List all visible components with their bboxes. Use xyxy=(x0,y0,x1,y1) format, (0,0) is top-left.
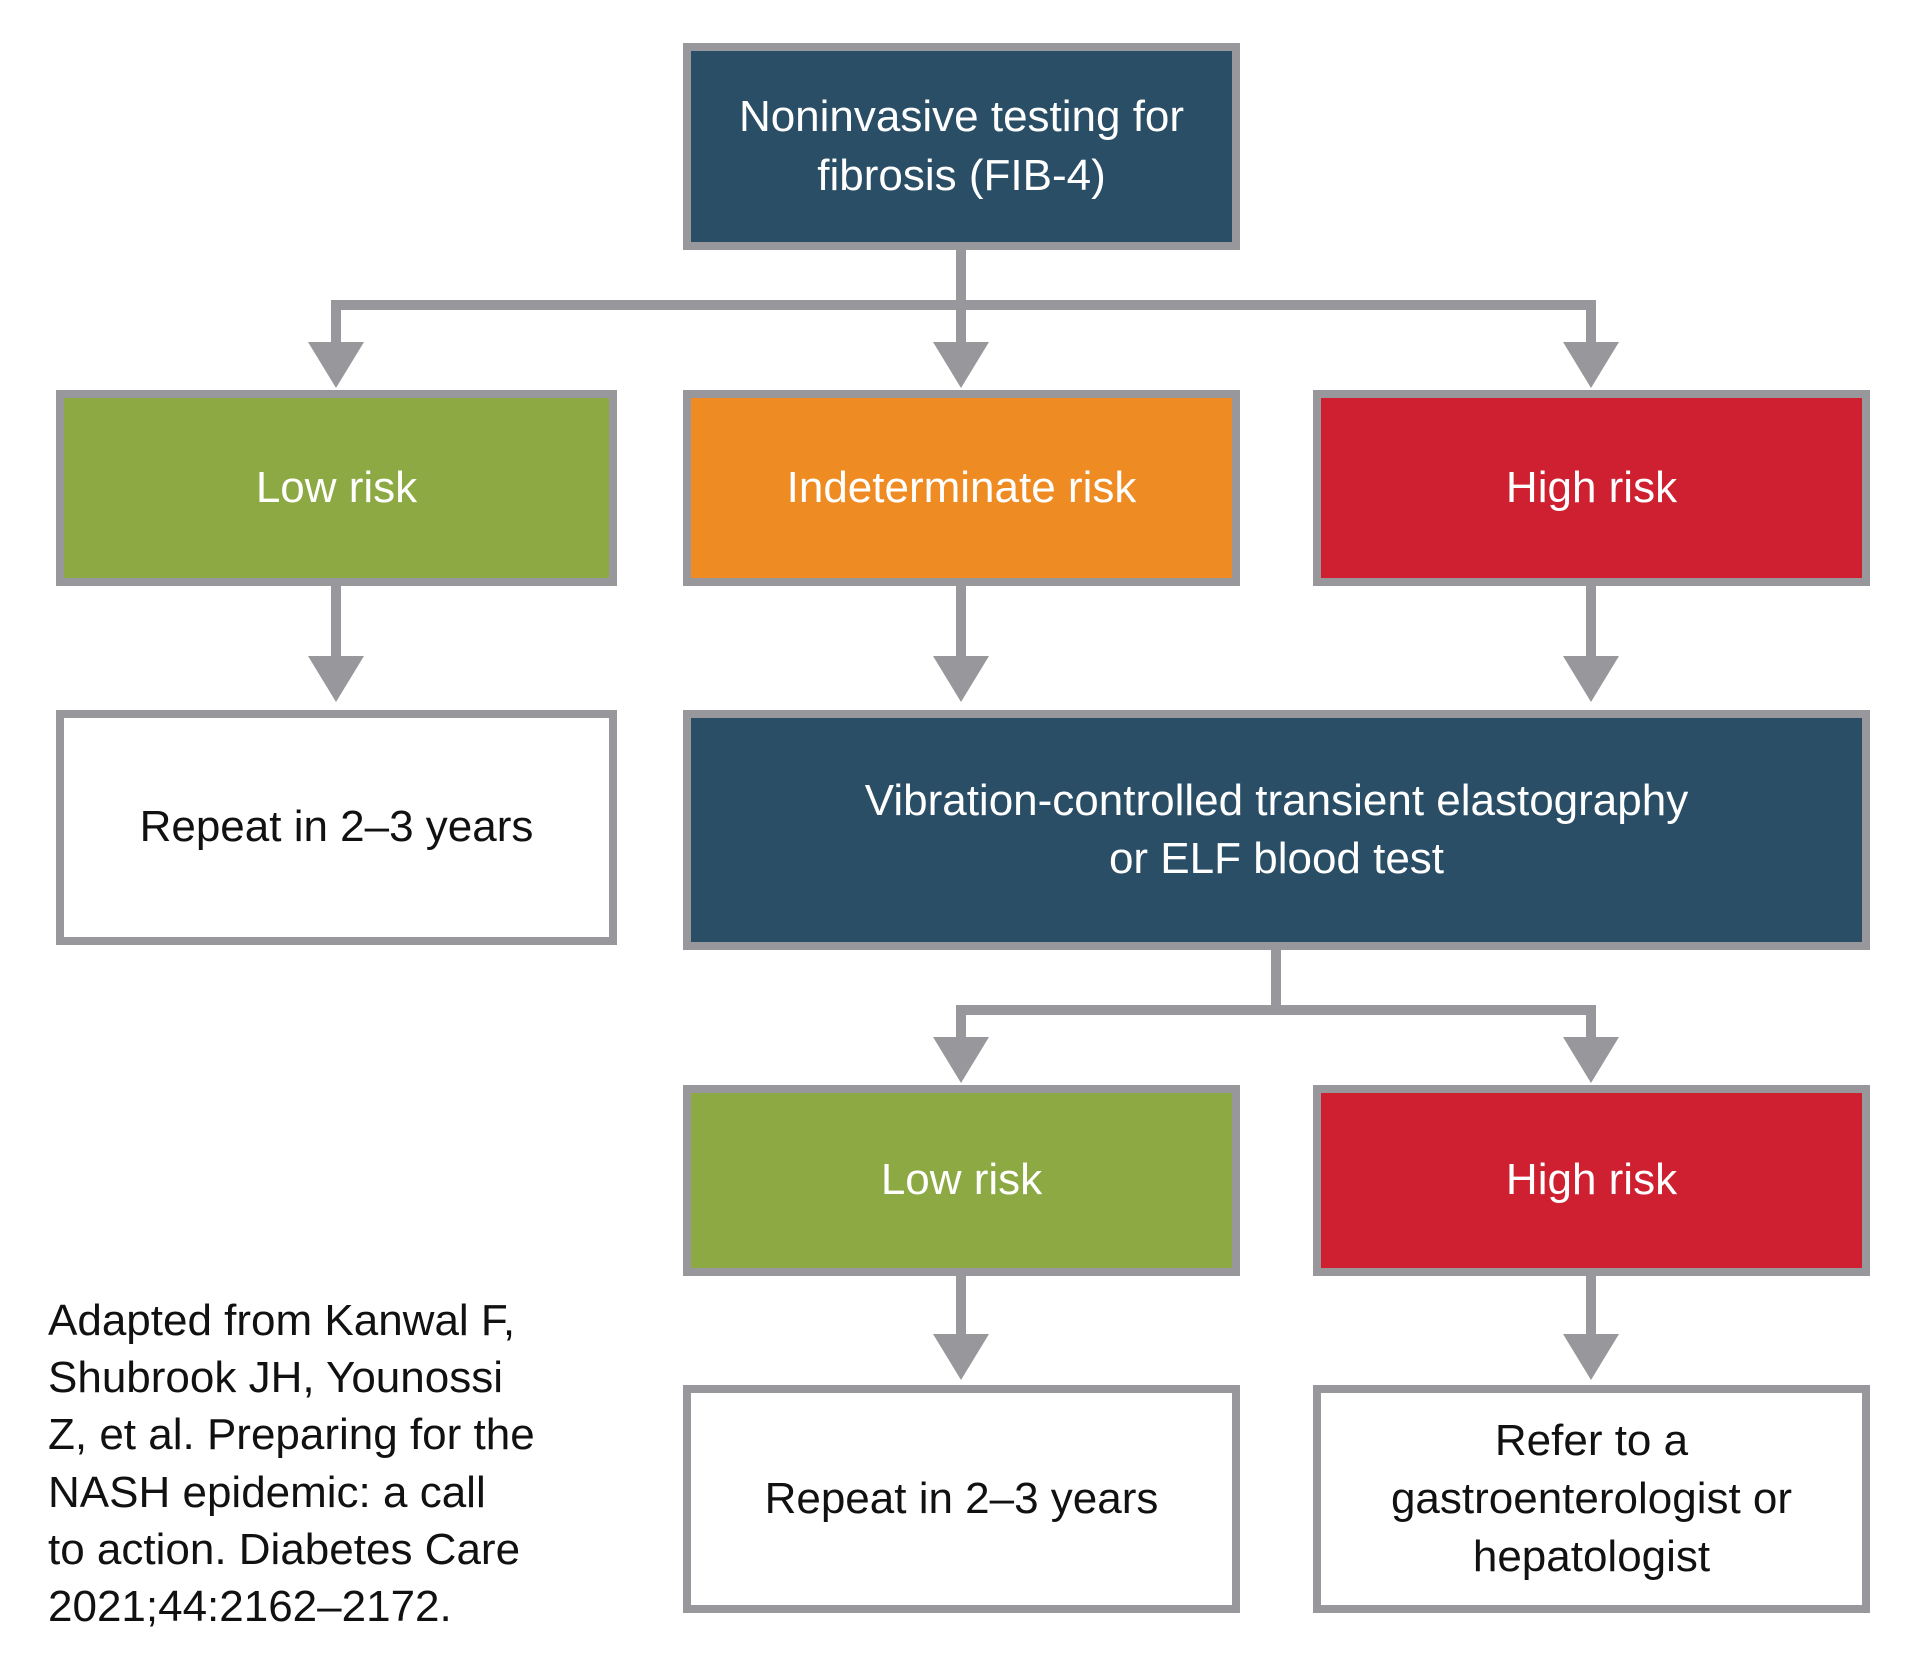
node-repeat-2-3-years-2-label: Repeat in 2–3 years xyxy=(764,1473,1159,1523)
node-elastography: Vibration-controlled transient elastogra… xyxy=(683,710,1870,950)
connector-drop-high-risk-1 xyxy=(1586,310,1596,344)
arrow-indeterminate-to-elastography-head xyxy=(933,656,989,702)
node-repeat-2-3-years-2: Repeat in 2–3 years xyxy=(683,1385,1240,1613)
node-noninvasive-testing-label: Noninvasive testing for fibrosis (FIB-4) xyxy=(738,92,1185,200)
connector-root-stem xyxy=(956,250,966,306)
node-indeterminate-risk: Indeterminate risk xyxy=(683,390,1240,586)
node-refer-specialist: Refer to a gastroenterologist or hepatol… xyxy=(1313,1385,1870,1613)
node-repeat-2-3-years-1: Repeat in 2–3 years xyxy=(56,710,617,945)
node-high-risk-2-label: High risk xyxy=(1505,1155,1678,1205)
node-elastography-label: Vibration-controlled transient elastogra… xyxy=(864,775,1689,883)
arrow-low2-to-repeat2-shaft xyxy=(956,1276,966,1336)
arrow-high2-to-refer-shaft xyxy=(1586,1276,1596,1336)
arrowhead-low-risk-2 xyxy=(933,1037,989,1083)
arrowhead-low-risk-1 xyxy=(308,342,364,388)
node-refer-specialist-label: Refer to a gastroenterologist or hepatol… xyxy=(1390,1415,1793,1582)
node-repeat-2-3-years-1-label: Repeat in 2–3 years xyxy=(139,802,534,852)
connector-elastography-stem xyxy=(1271,950,1281,1010)
arrowhead-high-risk-2 xyxy=(1563,1037,1619,1083)
arrow-low2-to-repeat2-head xyxy=(933,1334,989,1380)
connector-drop-high-risk-2 xyxy=(1586,1015,1596,1039)
arrow-high1-to-elastography-shaft xyxy=(1586,586,1596,658)
arrowhead-high-risk-1 xyxy=(1563,342,1619,388)
node-high-risk-1-label: High risk xyxy=(1505,462,1678,512)
arrow-low1-to-repeat1-shaft xyxy=(331,586,341,658)
connector-root-bar xyxy=(331,300,1596,310)
arrow-high1-to-elastography-head xyxy=(1563,656,1619,702)
node-low-risk-1: Low risk xyxy=(56,390,617,586)
arrow-low1-to-repeat1-head xyxy=(308,656,364,702)
node-high-risk-1: High risk xyxy=(1313,390,1870,586)
connector-drop-low-risk-2 xyxy=(956,1015,966,1039)
connector-elastography-bar xyxy=(956,1005,1596,1015)
node-high-risk-2: High risk xyxy=(1313,1085,1870,1276)
connector-drop-indeterminate xyxy=(956,310,966,344)
node-noninvasive-testing: Noninvasive testing for fibrosis (FIB-4) xyxy=(683,43,1240,250)
arrow-high2-to-refer-head xyxy=(1563,1334,1619,1380)
node-low-risk-2-label: Low risk xyxy=(880,1155,1043,1205)
connector-drop-low-risk-1 xyxy=(331,310,341,344)
node-indeterminate-risk-label: Indeterminate risk xyxy=(786,462,1137,512)
arrowhead-indeterminate xyxy=(933,342,989,388)
citation-text: Adapted from Kanwal F, Shubrook JH, Youn… xyxy=(48,1296,535,1631)
node-low-risk-1-label: Low risk xyxy=(255,462,418,512)
node-low-risk-2: Low risk xyxy=(683,1085,1240,1276)
arrow-indeterminate-to-elastography-shaft xyxy=(956,586,966,658)
